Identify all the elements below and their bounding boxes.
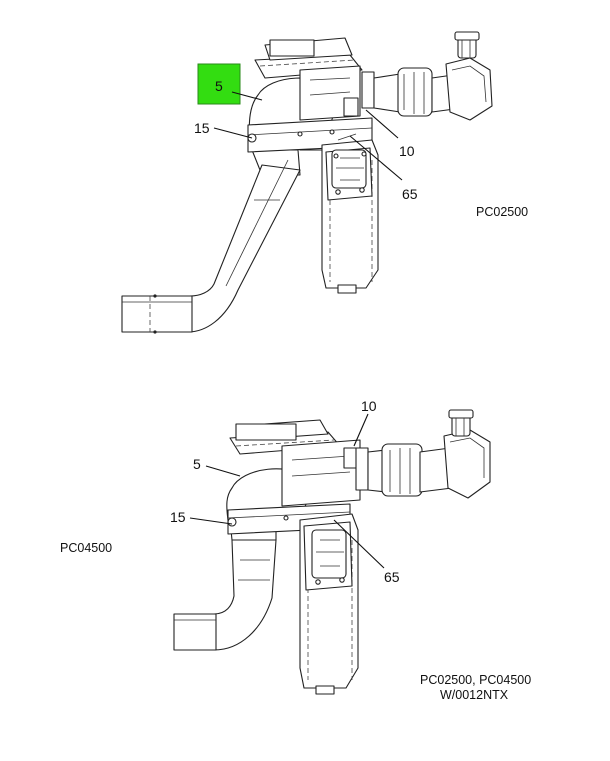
top-code-label: PC02500	[476, 205, 528, 219]
callout-65-top[interactable]: 65	[402, 186, 418, 202]
callout-5-bottom[interactable]: 5	[193, 456, 201, 472]
leader-5-top	[231, 91, 263, 101]
bottom-mounting-plate	[229, 419, 361, 507]
bottom-code-label: PC04500	[60, 541, 112, 555]
leader-15-top	[213, 127, 253, 139]
callout-10-bottom[interactable]: 10	[361, 398, 377, 414]
callout-15-top[interactable]: 15	[194, 120, 210, 136]
bottom-assembly: 10 5 15 65 PC04500 PC02500, PC04500 W/00…	[60, 398, 531, 702]
leader-5-bottom	[205, 465, 241, 477]
leader-10-top	[365, 109, 399, 139]
callout-65-bottom[interactable]: 65	[384, 569, 400, 585]
top-assembly: 5 15 10 65 PC02500	[121, 31, 528, 334]
callout-5-top[interactable]: 5	[215, 78, 223, 94]
top-cooler-housing	[321, 139, 379, 294]
top-mounting-plate	[254, 37, 363, 121]
applicability-note-line-2: W/0012NTX	[440, 688, 509, 702]
callout-15-bottom[interactable]: 15	[170, 509, 186, 525]
leader-10-bottom	[353, 413, 369, 447]
callout-10-top[interactable]: 10	[399, 143, 415, 159]
bottom-actuator-unit	[355, 409, 491, 499]
top-actuator-unit	[361, 31, 493, 121]
applicability-note-line-1: PC02500, PC04500	[420, 673, 531, 687]
leader-65-bottom	[333, 519, 385, 569]
callout-5-highlight-box	[197, 63, 241, 105]
leader-15-bottom	[189, 517, 233, 525]
leader-65-top	[349, 135, 403, 181]
bottom-cooler-housing	[299, 513, 359, 695]
